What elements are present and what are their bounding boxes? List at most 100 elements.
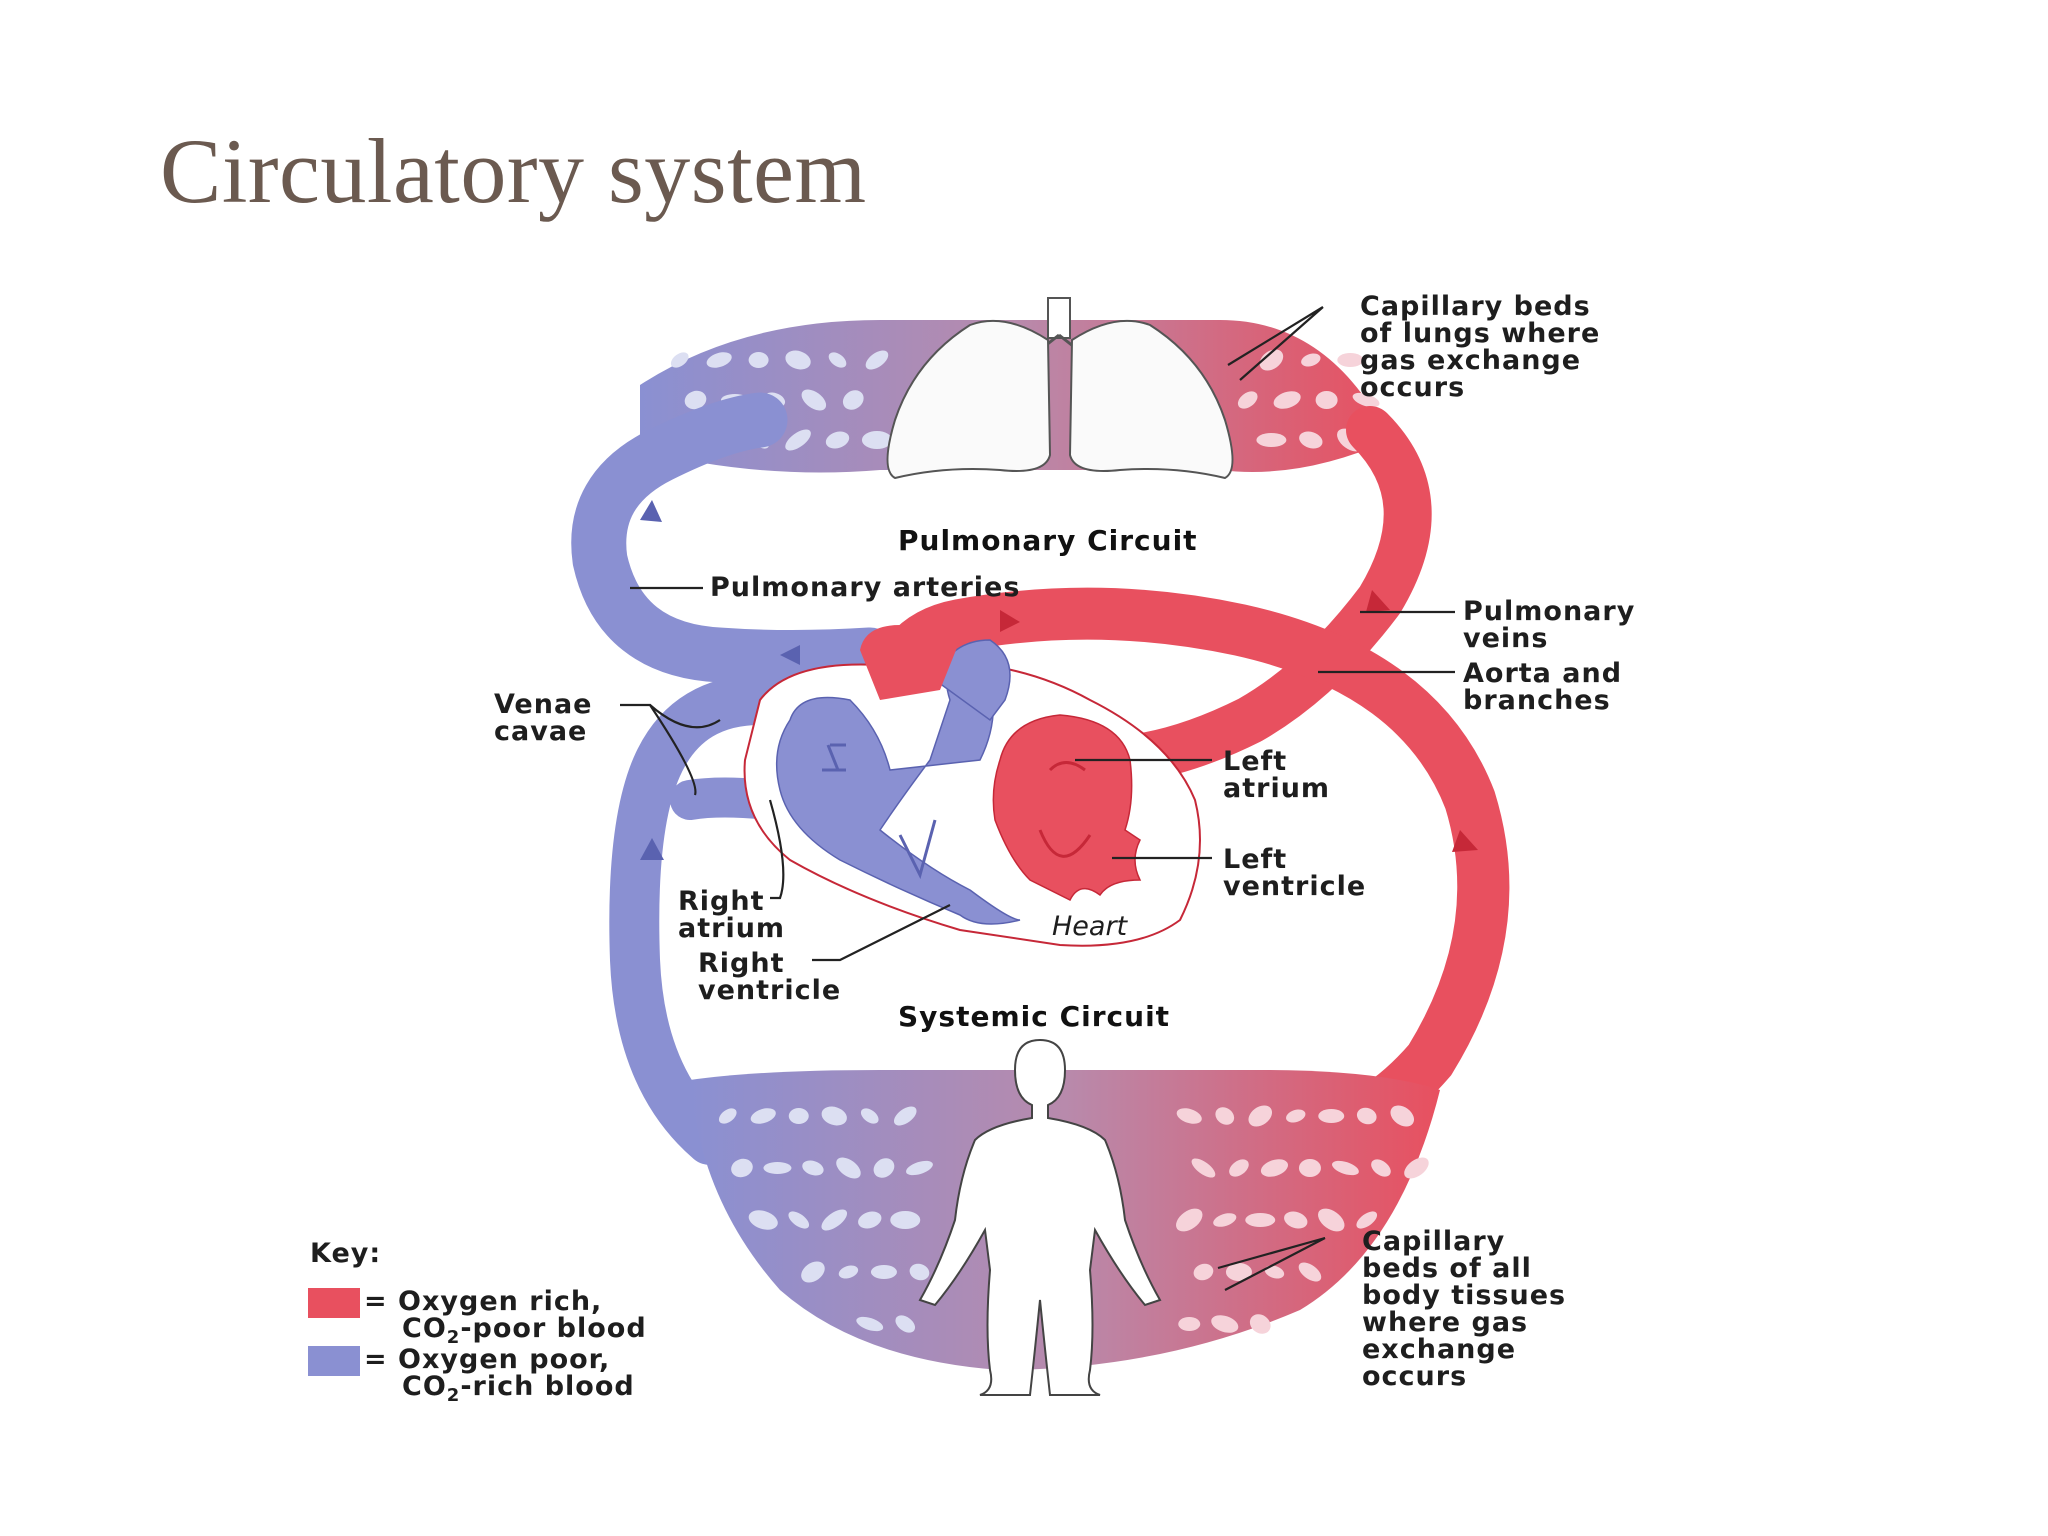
capillary-gap xyxy=(893,1106,917,1126)
capillary-gap xyxy=(1249,1314,1271,1334)
capillary-gap xyxy=(718,1108,737,1124)
capillary-gap xyxy=(861,431,892,449)
capillary-gap xyxy=(748,1210,778,1230)
capillary-gap xyxy=(1176,1208,1203,1232)
capillary-gap xyxy=(1178,1317,1201,1331)
capillary-gap xyxy=(1286,1109,1306,1123)
capillary-gap xyxy=(1248,1105,1273,1127)
human-figure-icon xyxy=(918,1038,1162,1396)
capillary-gap xyxy=(865,350,889,370)
capillary-gap xyxy=(870,1265,897,1279)
key-title: Key: xyxy=(310,1238,381,1269)
capillary-gap xyxy=(1298,1262,1322,1282)
capillary-gap xyxy=(821,1209,848,1231)
capillary-gap xyxy=(748,352,769,368)
capillary-body-label: Capillary beds of all body tissues where… xyxy=(1362,1226,1577,1392)
capillary-gap xyxy=(1404,1157,1429,1179)
venae-cavae-vessel xyxy=(609,675,825,1165)
capillary-gap xyxy=(1356,1107,1377,1125)
capillary-gap xyxy=(858,1211,882,1229)
capillary-gap xyxy=(1356,1211,1378,1229)
capillary-gap xyxy=(1191,1158,1216,1178)
capillary-gap xyxy=(860,1108,879,1124)
capillary-gap xyxy=(788,1108,809,1124)
systemic-circuit-label: Systemic Circuit xyxy=(898,1000,1170,1033)
capillary-gap xyxy=(785,350,811,370)
heart-label: Heart xyxy=(1052,911,1129,942)
capillary-gap xyxy=(670,352,689,368)
pulmonary-veins-label: Pulmonary veins xyxy=(1463,596,1646,654)
capillary-gap xyxy=(1193,1263,1214,1281)
capillary-gap xyxy=(838,1265,859,1279)
pulmonary-arteries-label: Pulmonary arteries xyxy=(710,572,1020,603)
capillary-gap xyxy=(1225,1263,1252,1281)
capillary-gap xyxy=(763,1162,792,1174)
capillary-gap xyxy=(1352,392,1380,408)
flow-arrows xyxy=(640,500,800,860)
capillary-gap xyxy=(1301,353,1321,367)
capillary-gap xyxy=(1229,1159,1249,1177)
heart xyxy=(743,625,1201,947)
capillary-gap xyxy=(1299,431,1323,449)
capillary-gap xyxy=(873,1158,895,1178)
key-legend: Key: = Oxygen rich, CO2-poor blood = Oxy… xyxy=(308,1238,647,1406)
right-ventricle-label: Right ventricle xyxy=(698,948,841,1006)
capillary-gap xyxy=(1256,433,1287,447)
key-item-oxygen-poor: = Oxygen poor, CO2-rich blood xyxy=(364,1344,635,1406)
capillary-gap xyxy=(1215,1107,1235,1125)
capillary-gap xyxy=(684,390,707,410)
capillary-gap xyxy=(802,1160,824,1176)
capillary-gap xyxy=(1176,1108,1202,1124)
capillary-gap xyxy=(1273,391,1301,409)
capillary-gap xyxy=(1337,353,1364,367)
capillary-gap xyxy=(1260,1159,1288,1177)
capillary-gap xyxy=(895,1315,916,1333)
capillary-gap xyxy=(1237,391,1258,409)
labels: Capillary beds of lungs where gas exchan… xyxy=(494,291,1646,1392)
capillary-gap xyxy=(836,1157,861,1179)
capillary-gap xyxy=(1259,349,1284,371)
capillary-gap xyxy=(842,390,864,410)
slide-title: Circulatory system xyxy=(160,120,867,222)
venae-cavae-label: Venae cavae xyxy=(494,689,603,747)
lungs-icon xyxy=(886,297,1234,480)
left-ventricle-label: Left ventricle xyxy=(1223,844,1366,902)
capillary-gap xyxy=(1332,1160,1359,1176)
capillary-gap xyxy=(1315,391,1338,409)
capillary-gap xyxy=(909,1263,930,1281)
capillary-gap xyxy=(906,1160,933,1176)
capillary-gap xyxy=(785,429,811,451)
capillary-gap xyxy=(731,1158,753,1178)
capillary-gap xyxy=(1371,1159,1391,1177)
capillary-gap xyxy=(750,1108,776,1124)
capillary-gap xyxy=(1213,1213,1237,1227)
capillary-gap xyxy=(1318,1208,1345,1232)
capillary-gap xyxy=(706,352,732,368)
capillary-gap xyxy=(788,1211,810,1229)
capillary-gap xyxy=(825,431,850,449)
capillary-gap xyxy=(1264,1265,1285,1279)
capillary-gap xyxy=(1284,1211,1308,1229)
capillary-gap xyxy=(1318,1109,1345,1123)
left-atrium-label: Left atrium xyxy=(1223,746,1330,804)
aorta-label: Aorta and branches xyxy=(1463,658,1632,716)
capillary-gap xyxy=(1245,1213,1276,1227)
key-swatch-oxygen-rich xyxy=(308,1288,360,1318)
pulmonary-arteries-vessel xyxy=(571,392,898,685)
capillary-gap xyxy=(801,1261,825,1283)
capillary-gap xyxy=(890,1211,921,1229)
capillary-lungs-label: Capillary beds of lungs where gas exchan… xyxy=(1360,291,1611,403)
capillary-gap xyxy=(1298,1159,1321,1177)
capillary-gap xyxy=(821,1106,847,1126)
capillary-gap xyxy=(856,1316,884,1332)
leader-lines xyxy=(620,306,1455,1291)
capillary-gap xyxy=(1390,1105,1415,1127)
aorta-vessel xyxy=(862,587,1510,1166)
right-atrium-label: Right atrium xyxy=(678,886,785,944)
capillary-gap xyxy=(801,389,827,411)
pulmonary-circuit-label: Pulmonary Circuit xyxy=(898,524,1198,557)
capillary-gap xyxy=(1211,1315,1239,1333)
capillary-gap xyxy=(828,352,847,368)
key-item-oxygen-rich: = Oxygen rich, CO2-poor blood xyxy=(364,1286,647,1348)
